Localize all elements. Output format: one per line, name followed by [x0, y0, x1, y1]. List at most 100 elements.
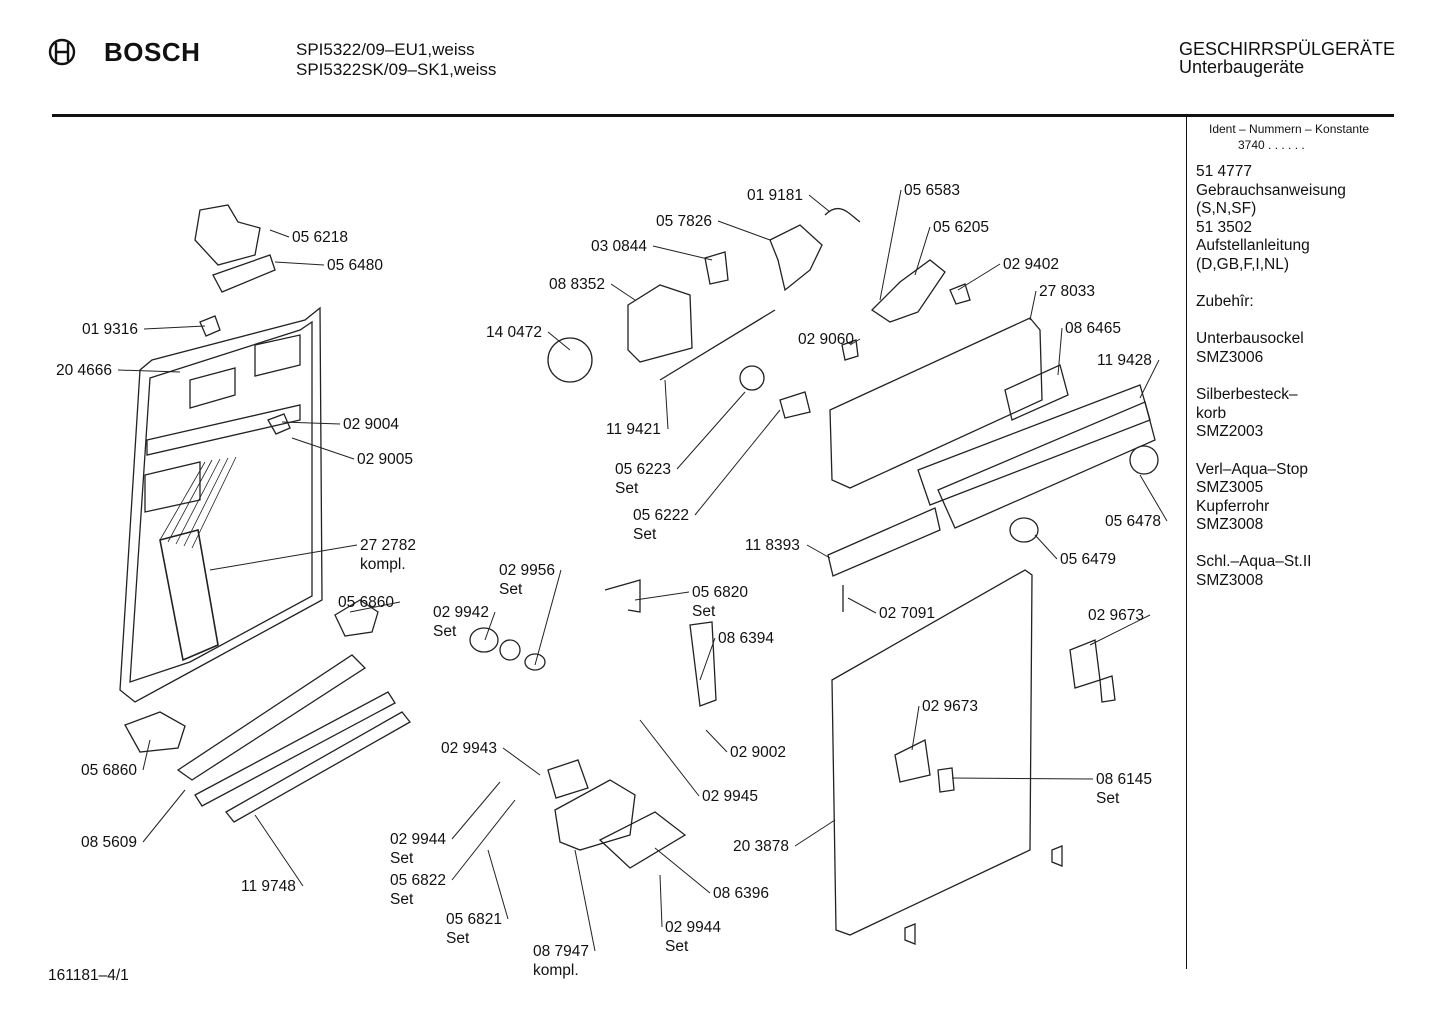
leader-line	[487, 849, 509, 920]
part-label: 03 0844	[591, 238, 647, 255]
part-label: 27 8033	[1039, 283, 1095, 300]
part-label: 05 7826	[656, 213, 712, 230]
leader-line	[879, 189, 902, 301]
part-label: 02 9402	[1003, 256, 1059, 273]
leader-line	[291, 437, 355, 460]
leader-line	[274, 261, 325, 266]
leader-lines	[117, 189, 1168, 952]
leader-line	[209, 544, 358, 571]
category-title: GESCHIRRSPÜLGERÄTE	[1179, 39, 1396, 59]
control-panel-cover	[937, 401, 1156, 529]
leader-line	[694, 409, 781, 516]
ident-title: Ident – Nummern – Konstante	[1209, 122, 1370, 136]
part-label: 05 6218	[292, 229, 348, 246]
part-label: 08 6394	[718, 630, 774, 647]
clip-part	[199, 315, 221, 337]
leader-line	[1139, 474, 1168, 522]
door-switch-part	[267, 413, 291, 435]
leader-line	[349, 601, 401, 613]
inner-door-panel	[119, 306, 323, 703]
sidebar-line: SMZ2003	[1196, 423, 1264, 441]
drawing-number: 161181–4/1	[48, 967, 129, 984]
part-label: 02 9004	[343, 416, 399, 433]
cable-part	[824, 208, 861, 223]
model-line-2: SPI5322SK/09–SK1,weiss	[296, 60, 497, 79]
part-label: 02 9673	[1088, 607, 1144, 624]
part-label: 05 6860	[338, 594, 394, 611]
leader-line	[610, 283, 636, 301]
part-label: 08 5609	[81, 834, 137, 851]
leader-line	[269, 229, 290, 238]
part-label: 11 9748	[241, 878, 296, 895]
part-label: 20 4666	[56, 362, 112, 379]
bosch-logo	[47, 37, 77, 72]
leader-line	[1029, 290, 1037, 321]
leader-line	[847, 597, 877, 614]
part-label: 05 6478	[1105, 513, 1161, 530]
leader-line	[451, 799, 516, 881]
brand-name: BOSCH	[104, 37, 201, 67]
part-label: 08 6396	[713, 885, 769, 902]
sidebar-line: Gebrauchsanweisung	[1196, 181, 1346, 199]
model-line-1: SPI5322/09–EU1,weiss	[296, 40, 475, 59]
sidebar-line: Kupferrohr	[1196, 497, 1270, 515]
part-label: 05 6480	[327, 257, 383, 274]
part-label: 20 3878	[733, 838, 789, 855]
small-bracket-part	[779, 391, 811, 419]
sidebar-line: SMZ3005	[1196, 479, 1264, 497]
control-panel-housing	[829, 317, 1043, 489]
dispenser-unit	[554, 779, 636, 851]
part-label: 05 6205	[933, 219, 989, 236]
leader-line	[717, 220, 771, 241]
door-catch-2	[937, 767, 955, 793]
part-label: 11 8393	[745, 537, 800, 554]
part-label: 05 6583	[904, 182, 960, 199]
part-label: 11 9421	[606, 421, 661, 438]
connector-part	[704, 251, 729, 285]
part-label: 02 9943	[441, 740, 497, 757]
leader-line	[911, 705, 920, 751]
sidebar-line: Unterbausockel	[1196, 330, 1304, 348]
leader-line	[142, 739, 151, 771]
leader-line	[951, 777, 1094, 780]
part-label: 02 9060	[798, 331, 854, 348]
bottom-rail-2	[194, 691, 396, 807]
ident-value: 3740 . . . . . .	[1238, 138, 1305, 152]
leader-line	[534, 569, 562, 666]
lever-part	[769, 224, 823, 292]
sidebar-line: Aufstellanleitung	[1196, 237, 1310, 255]
leader-line	[451, 781, 501, 840]
leader-line	[652, 245, 713, 261]
part-label: 02 9005	[357, 451, 413, 468]
leader-line	[705, 729, 728, 753]
leader-line	[664, 379, 669, 430]
leader-line	[143, 325, 206, 330]
motor-capsule	[547, 337, 593, 383]
leader-line	[502, 747, 541, 776]
door-catch-1	[1099, 675, 1116, 703]
part-label: 14 0472	[486, 324, 542, 341]
control-panel-trim	[827, 507, 941, 577]
sidebar-line: (D,GB,F,I,NL)	[1196, 255, 1290, 273]
part-label: 02 9002	[730, 744, 786, 761]
leader-line	[659, 874, 663, 928]
leader-line	[1139, 359, 1160, 399]
sidebar-line: 51 4777	[1196, 163, 1253, 180]
sidebar-line: SMZ3008	[1196, 572, 1264, 590]
sidebar-line: Verl–Aqua–Stop	[1196, 460, 1309, 478]
seal-blocks	[124, 599, 379, 753]
part-label: 05 6479	[1060, 551, 1116, 568]
leader-line	[1089, 614, 1151, 646]
knob-part	[739, 365, 765, 391]
